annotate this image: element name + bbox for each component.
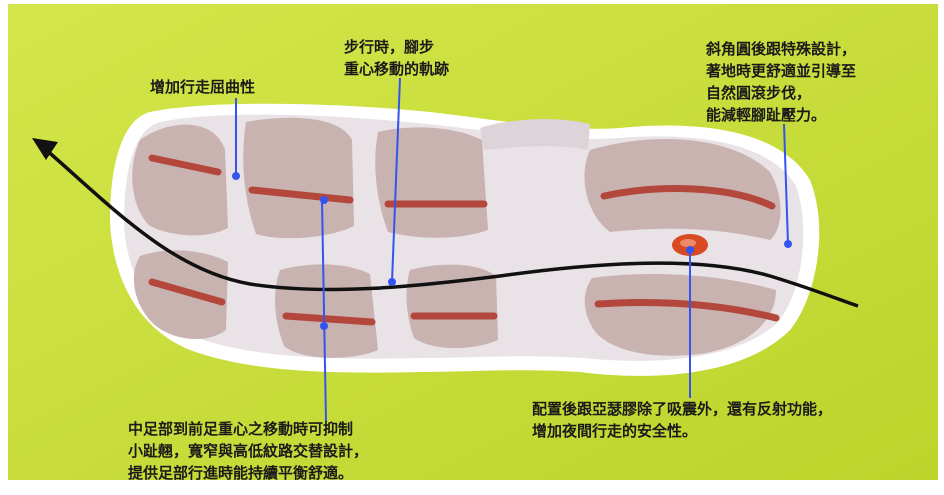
- tread-pad-toe-lower: [133, 250, 228, 340]
- annotation-line: 著地時更舒適並引導至: [706, 62, 857, 80]
- callout-dots: [232, 172, 792, 330]
- annotation-heel-design: 斜角圓後跟特殊設計， 著地時更舒適並引導至 自然圓滾步伐， 能減輕腳趾壓力。: [706, 38, 856, 126]
- annotation-reflector: 配置後跟亞瑟膠除了吸震外，還有反射功能， 增加夜間行走的安全性。: [532, 398, 832, 442]
- annotation-line: 重心移動的軌跡: [344, 60, 450, 78]
- annotation-line: 斜角圓後跟特殊設計，: [706, 40, 857, 58]
- tread-pad-mid-upper: [375, 127, 488, 238]
- annotation-midfoot: 中足部到前足重心之移動時可抑制 小趾翹，寬窄與高低紋路交替設計， 提供足部行進時…: [128, 418, 368, 484]
- shoe-upper-strap: [480, 119, 590, 150]
- annotation-line: 自然圓滾步伐，: [706, 84, 812, 102]
- gravity-trajectory-line: [42, 146, 859, 308]
- trajectory-arrowhead: [32, 138, 58, 160]
- annotation-line: 步行時，腳步: [344, 38, 435, 56]
- annotation-line: 提供足部行進時能持續平衡舒適。: [128, 464, 354, 482]
- annotation-trajectory: 步行時，腳步 重心移動的軌跡: [344, 36, 449, 80]
- tread-pad-heel-lower: [584, 274, 776, 356]
- reflector-highlight: [680, 239, 696, 247]
- annotation-line: 配置後跟亞瑟膠除了吸震外，還有反射功能，: [532, 400, 833, 418]
- annotation-line: 增加夜間行走的安全性。: [532, 422, 698, 440]
- tread-pad-toe-upper: [132, 124, 228, 236]
- annotation-line: 中足部到前足重心之移動時可抑制: [128, 420, 354, 438]
- annotation-line: 小趾翹，寬窄與高低紋路交替設計，: [128, 442, 369, 460]
- tread-pad-ball-lower: [275, 264, 378, 358]
- callout-lines: [235, 77, 789, 423]
- annotation-line: 增加行走屈曲性: [150, 78, 256, 96]
- annotation-line: 能減輕腳趾壓力。: [706, 106, 827, 124]
- annotation-flexibility: 增加行走屈曲性: [150, 76, 255, 98]
- tread-pad-ball-upper: [243, 117, 354, 239]
